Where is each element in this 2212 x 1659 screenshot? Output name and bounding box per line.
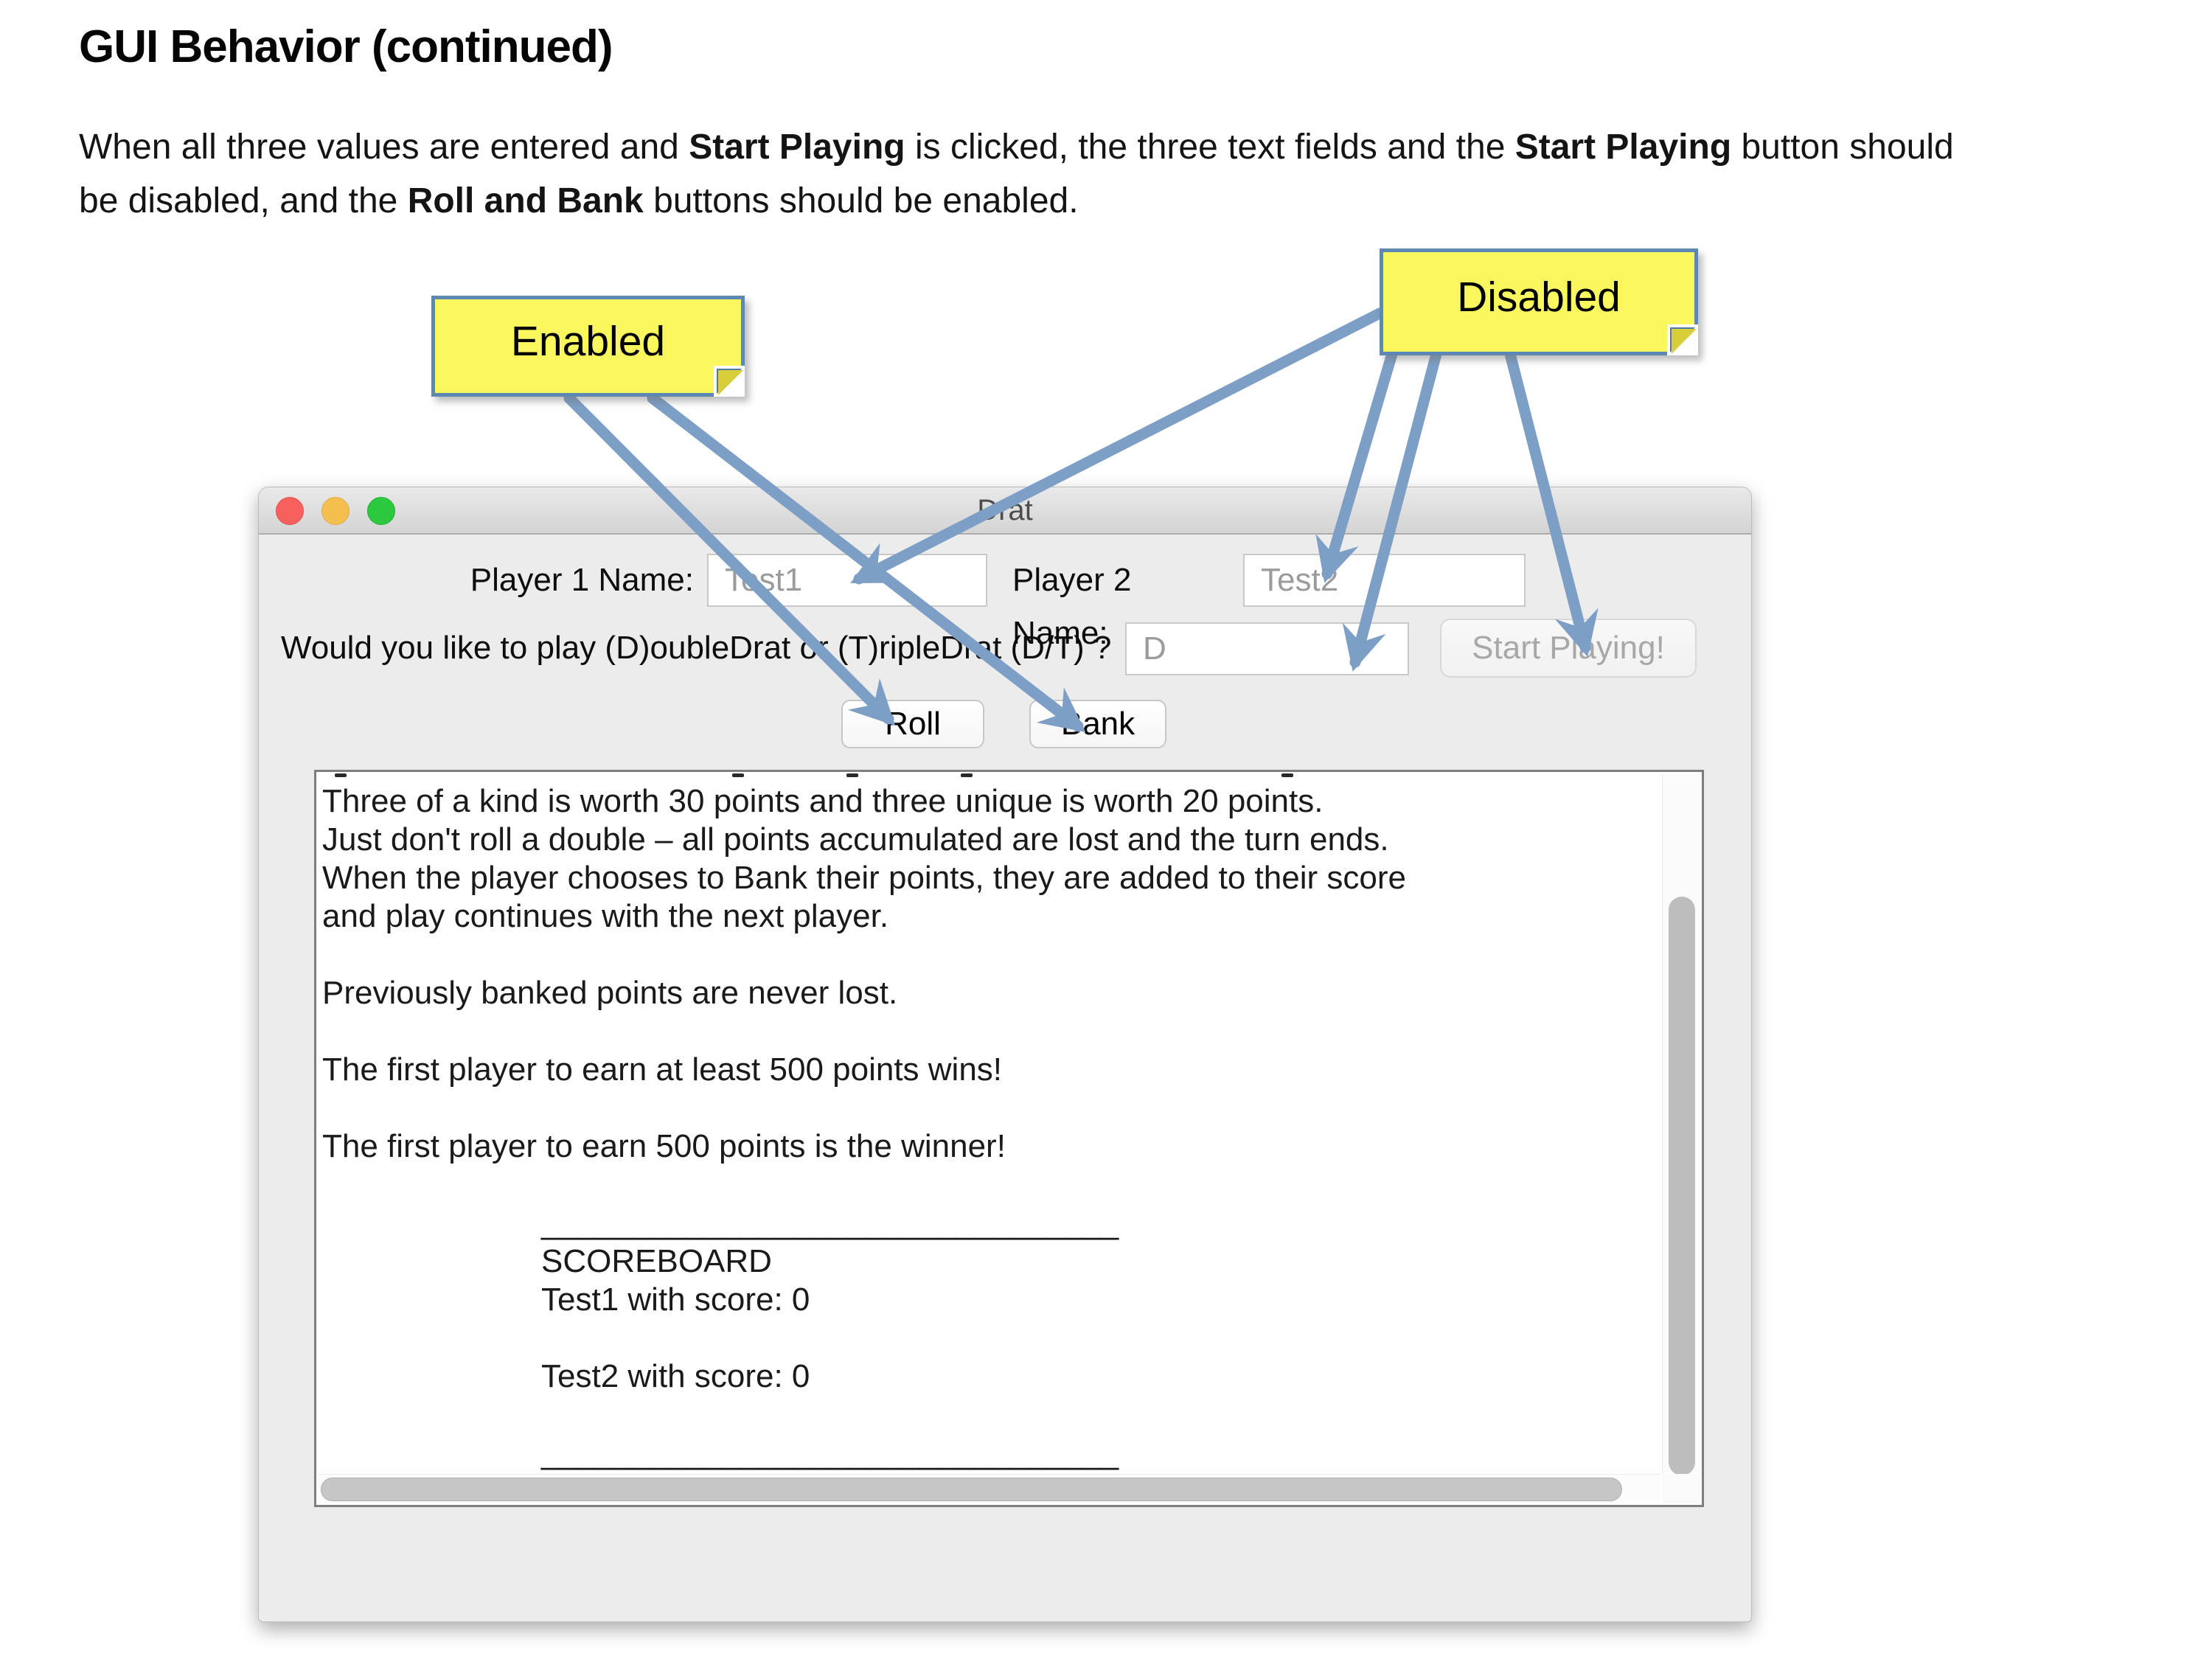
log-line (322, 1166, 1660, 1204)
scrollbar-corner (1662, 1474, 1700, 1503)
disabled-callout-label: Disabled (1457, 273, 1621, 321)
log-line: and play continues with the next player. (322, 898, 889, 934)
paragraph-segment: buttons should be enabled. (643, 181, 1079, 220)
player2-name-label: Player 2 Name: (1012, 562, 1132, 651)
log-line: Three of a kind is worth 30 points and t… (322, 783, 1324, 819)
clipped-glyph-tip (732, 773, 744, 777)
log-line: ________________________________ (541, 1435, 1119, 1471)
window-title: Drat (977, 494, 1033, 526)
vertical-scrollbar-thumb[interactable] (1669, 897, 1695, 1475)
game-mode-question-label: Would you like to play (D)oubleDrat or (… (281, 630, 1112, 666)
bank-button[interactable]: Bank (1029, 700, 1166, 748)
paragraph-segment: button should (1731, 128, 1954, 167)
paragraph-bold-segment: Start Playing (689, 128, 905, 167)
log-line: ________________________________ (541, 1205, 1119, 1241)
body-paragraph-line1: When all three values are entered and St… (79, 127, 1954, 167)
clipped-glyph-tip (846, 773, 858, 777)
log-line: Previously banked points are never lost. (322, 975, 898, 1011)
enabled-callout-note: Enabled (431, 296, 745, 397)
page-title: GUI Behavior (continued) (79, 21, 613, 72)
window-titlebar[interactable]: Drat (259, 487, 1751, 535)
clipped-glyph-tip (1281, 773, 1293, 777)
app-window-drat: Drat Player 1 Name: Player 2 Name: Would… (258, 487, 1752, 1622)
player1-name-label: Player 1 Name: (470, 562, 694, 598)
horizontal-scrollbar-thumb[interactable] (321, 1478, 1622, 1501)
paragraph-bold-segment: Roll and Bank (407, 181, 644, 220)
clipped-glyph-tip (335, 773, 347, 777)
log-line: When the player chooses to Bank their po… (322, 860, 1406, 896)
disabled-callout-note: Disabled (1380, 248, 1698, 355)
clipped-scrolled-line (322, 773, 1660, 779)
log-line (322, 1089, 1660, 1127)
log-line: The first player to earn 500 points is t… (322, 1128, 1006, 1164)
start-playing-button[interactable]: Start Playing! (1440, 619, 1697, 678)
log-line (322, 1012, 1660, 1051)
paragraph-segment: is clicked, the three text fields and th… (905, 128, 1515, 167)
roll-button[interactable]: Roll (841, 700, 984, 748)
game-mode-input[interactable] (1125, 622, 1409, 675)
log-lines: Three of a kind is worth 30 points and t… (322, 782, 1660, 1472)
log-line (322, 1396, 1660, 1434)
log-line: The first player to earn at least 500 po… (322, 1051, 1003, 1088)
player2-name-input[interactable] (1243, 554, 1526, 607)
log-line: Test2 with score: 0 (541, 1358, 810, 1394)
zoom-button-icon[interactable] (367, 497, 395, 525)
log-line (322, 1319, 1660, 1357)
paragraph-segment: be disabled, and the (79, 181, 408, 220)
enabled-callout-label: Enabled (510, 317, 666, 365)
body-paragraph-line2: be disabled, and the Roll and Bank butto… (79, 181, 1079, 221)
log-viewport: Three of a kind is worth 30 points and t… (316, 772, 1660, 1474)
paragraph-bold-segment: Start Playing (1514, 128, 1732, 167)
player1-name-input[interactable] (707, 554, 987, 607)
log-line: SCOREBOARD (541, 1243, 772, 1279)
close-button-icon[interactable] (276, 497, 304, 525)
log-line: Just don't roll a double – all points ac… (322, 821, 1389, 858)
note-fold-icon (1672, 329, 1697, 354)
note-fold-icon (718, 370, 743, 395)
game-log-textarea[interactable]: Three of a kind is worth 30 points and t… (314, 770, 1704, 1507)
paragraph-segment: When all three values are entered and (79, 128, 689, 167)
log-line: Test1 with score: 0 (541, 1281, 810, 1318)
clipped-glyph-tip (961, 773, 973, 777)
log-line (322, 936, 1660, 974)
minimize-button-icon[interactable] (321, 497, 349, 525)
